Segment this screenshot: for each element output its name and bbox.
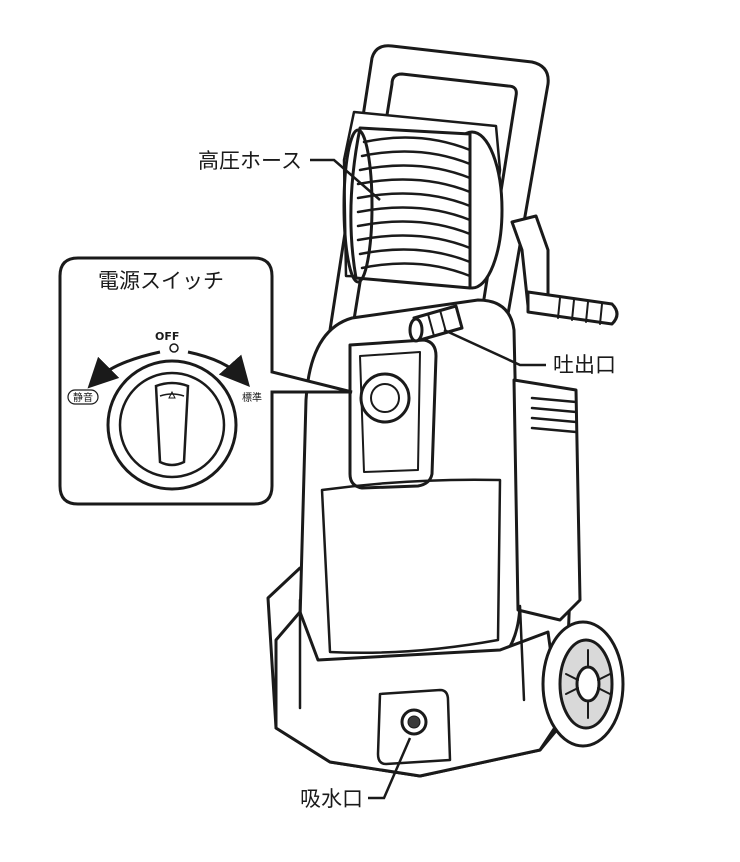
leader-hose — [310, 158, 381, 201]
leader-outlet — [443, 328, 546, 367]
arrow-quiet — [87, 350, 161, 389]
reel-left-flange — [342, 128, 374, 284]
base-detail — [298, 598, 526, 710]
standard-label: 標準 — [242, 391, 262, 404]
wheel-spokes — [565, 649, 611, 719]
pressure-washer-illustration — [266, 44, 625, 778]
label-inlet: 吸水口 — [300, 787, 363, 811]
label-high-pressure-hose: 高圧ホース — [198, 149, 302, 173]
power-switch-callout: 電源スイッチ OFF 静音 標準 — [58, 256, 353, 506]
leader-lines — [310, 158, 546, 800]
off-marker — [169, 343, 179, 353]
callout-title: 電源スイッチ — [98, 269, 224, 293]
side-vents — [530, 396, 578, 434]
switch-dial-grip — [154, 381, 190, 467]
side-housing — [512, 378, 582, 622]
lower-grip — [320, 478, 502, 655]
label-outlet: 吐出口 — [553, 353, 616, 377]
arrow-standard — [187, 350, 250, 387]
wheel-hub — [575, 665, 601, 703]
crank-grip-lines — [557, 297, 603, 325]
quiet-label-box — [67, 389, 99, 405]
outlet-rings — [427, 309, 447, 337]
leader-inlet — [368, 737, 412, 800]
off-label: OFF — [155, 330, 179, 343]
switch-pointer-icon — [168, 390, 176, 399]
quiet-label: 静音 — [73, 391, 93, 404]
